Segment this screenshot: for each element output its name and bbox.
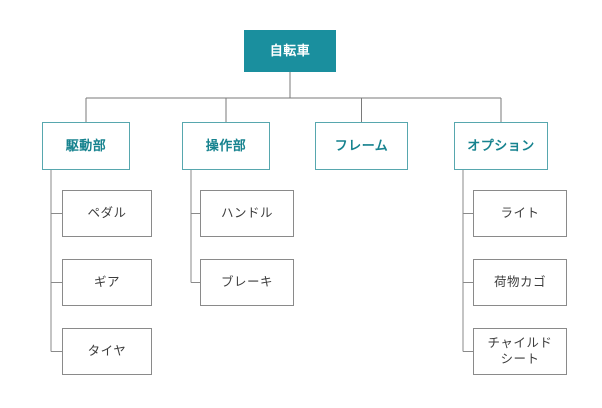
node-leaf-brake[interactable]: ブレーキ	[200, 259, 294, 306]
node-leaf-tire[interactable]: タイヤ	[62, 328, 152, 375]
node-leaf-gear[interactable]: ギア	[62, 259, 152, 306]
node-leaf-pedal[interactable]: ペダル	[62, 190, 152, 237]
node-root-bicycle[interactable]: 自転車	[244, 30, 336, 72]
node-leaf-handlebar[interactable]: ハンドル	[200, 190, 294, 237]
node-branch-frame[interactable]: フレーム	[315, 122, 408, 170]
node-branch-drivetrain[interactable]: 駆動部	[42, 122, 130, 170]
node-leaf-cargo-basket[interactable]: 荷物カゴ	[473, 259, 567, 306]
node-branch-controls[interactable]: 操作部	[182, 122, 270, 170]
node-leaf-light[interactable]: ライト	[473, 190, 567, 237]
node-branch-options[interactable]: オプション	[454, 122, 548, 170]
node-leaf-child-seat[interactable]: チャイルド シート	[473, 328, 567, 375]
